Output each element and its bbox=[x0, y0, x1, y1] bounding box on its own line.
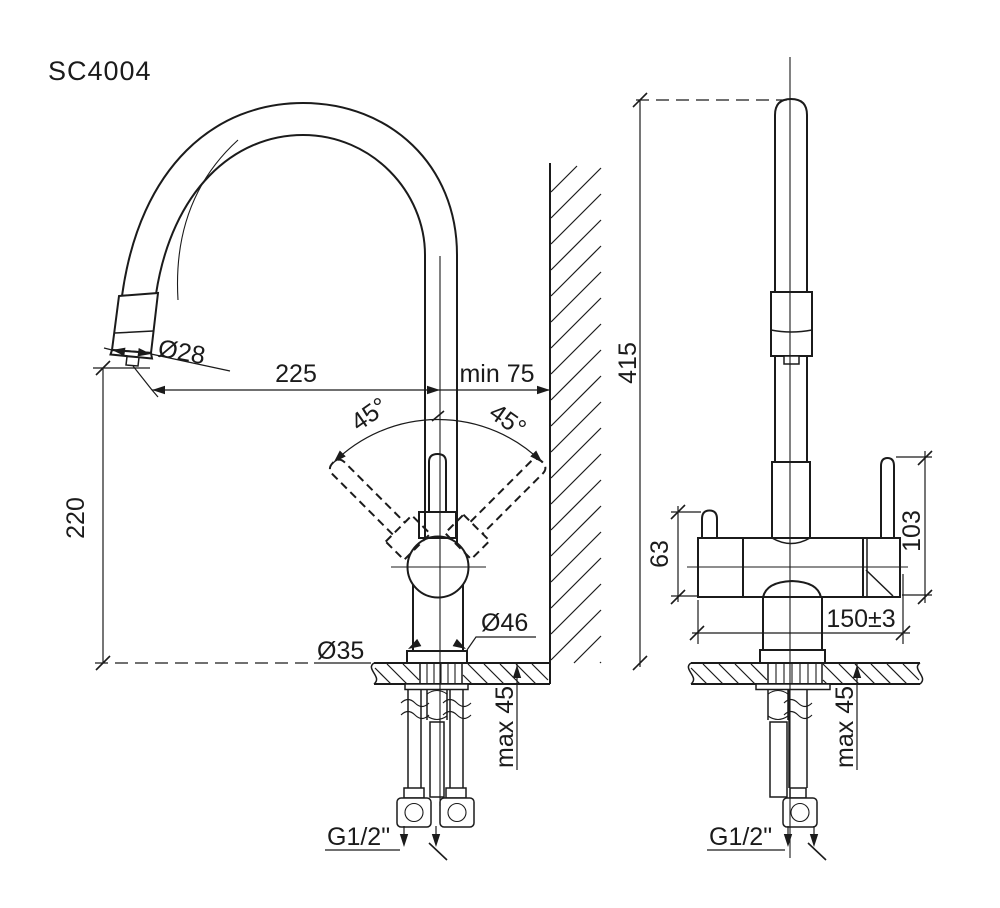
spout-coupling bbox=[770, 291, 813, 357]
mounting-stud bbox=[429, 721, 445, 798]
dim-spout-height-220: 220 bbox=[62, 360, 314, 671]
dim-deck-thickness-front: max 45 bbox=[491, 664, 522, 770]
dim-base-diameter-46: Ø46 bbox=[408, 609, 536, 651]
svg-text:150±3: 150±3 bbox=[826, 605, 895, 633]
dim-deck-thickness-side: max 45 bbox=[831, 664, 862, 770]
break-line bbox=[916, 662, 924, 685]
aerator-nozzle bbox=[125, 355, 140, 367]
svg-text:max 45: max 45 bbox=[491, 686, 519, 768]
svg-text:63: 63 bbox=[646, 540, 674, 568]
svg-text:min 75: min 75 bbox=[459, 360, 534, 388]
base-flange-front bbox=[406, 650, 468, 664]
hose-nut bbox=[782, 797, 818, 828]
svg-text:220: 220 bbox=[62, 497, 90, 539]
rear-lever bbox=[701, 509, 718, 539]
svg-text:Ø28: Ø28 bbox=[156, 334, 207, 370]
dim-front-lever-103: 103 bbox=[896, 450, 933, 605]
lever-position-right bbox=[443, 457, 547, 561]
lever-position-left bbox=[328, 458, 432, 562]
svg-text:G1/2": G1/2" bbox=[709, 823, 772, 851]
hose-nut bbox=[439, 797, 475, 828]
svg-text:415: 415 bbox=[614, 342, 642, 384]
front-lever bbox=[880, 456, 895, 539]
spout-column bbox=[774, 97, 808, 293]
break-line bbox=[370, 662, 378, 685]
lever-handle bbox=[428, 452, 447, 513]
side-view: 415 63 103 150±3 bbox=[614, 57, 933, 861]
dim-min-wall-75: min 75 bbox=[459, 360, 550, 395]
dim-thread-front: G1/2" bbox=[325, 823, 448, 861]
supply-hose-side bbox=[755, 683, 831, 828]
hose-break-marks bbox=[767, 689, 813, 721]
dim-hole-diameter-35: Ø35 bbox=[314, 637, 371, 665]
mounting-stud bbox=[769, 721, 788, 798]
base-flange-side bbox=[759, 649, 826, 664]
dim-depth-150: 150±3 bbox=[689, 574, 911, 644]
countertop-section-side bbox=[687, 662, 924, 685]
spout-highlight bbox=[176, 139, 239, 301]
shank-threads-side bbox=[775, 663, 817, 684]
faucet-side bbox=[697, 97, 901, 664]
svg-text:G1/2": G1/2" bbox=[327, 823, 390, 851]
svg-text:max 45: max 45 bbox=[831, 686, 859, 768]
svg-text:Ø35: Ø35 bbox=[317, 637, 364, 665]
svg-text:45°: 45° bbox=[346, 392, 393, 437]
gooseneck-spout bbox=[120, 101, 458, 545]
dim-rear-lever-63: 63 bbox=[646, 504, 701, 605]
svg-text:225: 225 bbox=[275, 360, 317, 388]
svg-text:103: 103 bbox=[898, 510, 926, 552]
shank-threads-front bbox=[426, 663, 456, 684]
spray-head bbox=[110, 291, 160, 355]
hose-nut bbox=[396, 797, 432, 828]
wall-section bbox=[549, 163, 602, 684]
front-view: 220 225 min 75 45° 45° Ø28 bbox=[62, 101, 602, 861]
dim-thread-side: G1/2" bbox=[707, 823, 827, 861]
supply-hoses-front bbox=[396, 683, 475, 828]
svg-text:45°: 45° bbox=[484, 398, 531, 443]
model-number: SC4004 bbox=[48, 56, 152, 86]
hose-break-marks bbox=[400, 689, 472, 721]
countertop-section-front bbox=[370, 662, 550, 685]
dim-total-height-415: 415 bbox=[614, 92, 787, 671]
dim-spout-reach-225: 225 bbox=[132, 360, 550, 398]
break-line bbox=[687, 662, 695, 685]
neck bbox=[771, 461, 811, 539]
svg-text:Ø46: Ø46 bbox=[481, 609, 528, 637]
